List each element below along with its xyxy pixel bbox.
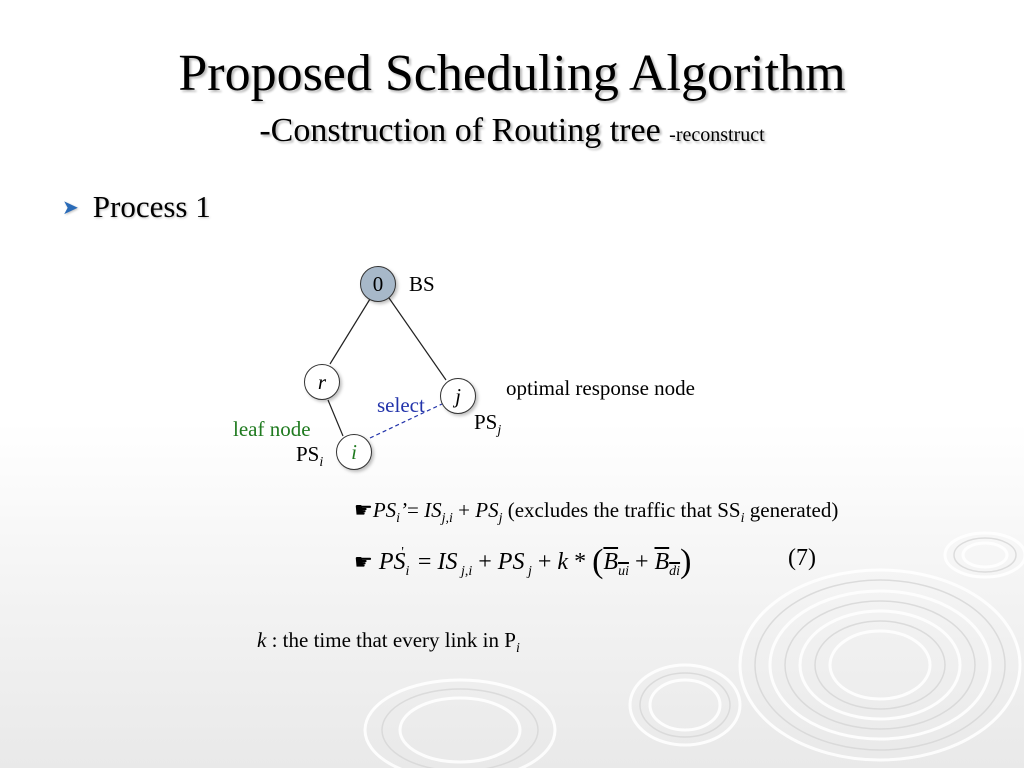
label-ps-i: PSi	[296, 442, 323, 471]
node-i: i	[336, 434, 372, 470]
node-j: j	[440, 378, 476, 414]
slide-title: Proposed Scheduling Algorithm	[178, 45, 846, 102]
label-leaf-node: leaf node	[233, 417, 311, 441]
label-ps-j: PSj	[474, 410, 501, 439]
node-base-station: 0	[360, 266, 396, 302]
k-definition: k : the time that every link in Pi	[257, 628, 520, 657]
slide-subtitle: -Construction of Routing tree -reconstru…	[0, 110, 1024, 156]
label-select: select	[377, 393, 425, 417]
pointing-hand-icon: ☛	[354, 498, 373, 522]
ps-i-sub: i	[319, 455, 324, 471]
k-definition-sub: i	[515, 641, 520, 657]
ps-j-sub: j	[497, 423, 502, 439]
subtitle-text: -Construction of Routing tree	[259, 112, 661, 149]
bullet-arrow-icon: ➤	[62, 197, 79, 219]
edge-root-j	[388, 297, 447, 381]
eq1-note-end: generated)	[749, 498, 839, 522]
edge-r-i	[327, 399, 344, 437]
label-bs: BS	[409, 272, 435, 296]
pointing-hand-icon-2: ☛	[354, 550, 373, 574]
k-definition-text: : the time that every link in P	[271, 628, 516, 652]
node-r: r	[304, 364, 340, 400]
ps-j-text: PS	[474, 410, 498, 434]
equation-number: (7)	[788, 545, 816, 571]
edge-root-r	[329, 298, 371, 365]
equation-2: ☛ PSi' = IS j,i + PS j + k * (Bui + Bdi)	[354, 543, 692, 580]
subtitle-small-text: -reconstruct	[669, 124, 765, 146]
k-symbol: k	[257, 628, 267, 652]
eq1-note: (excludes the traffic that SS	[507, 498, 741, 522]
eq1-note-sub: i	[740, 511, 745, 527]
bullet-item: ➤ Process 1	[62, 188, 211, 230]
label-optimal-response-node: optimal response node	[506, 376, 695, 400]
bullet-text: Process 1	[92, 189, 211, 224]
equation-1: ☛PSi’= ISj,i + PSj (excludes the traffic…	[354, 498, 839, 527]
ps-i-text: PS	[296, 442, 320, 466]
